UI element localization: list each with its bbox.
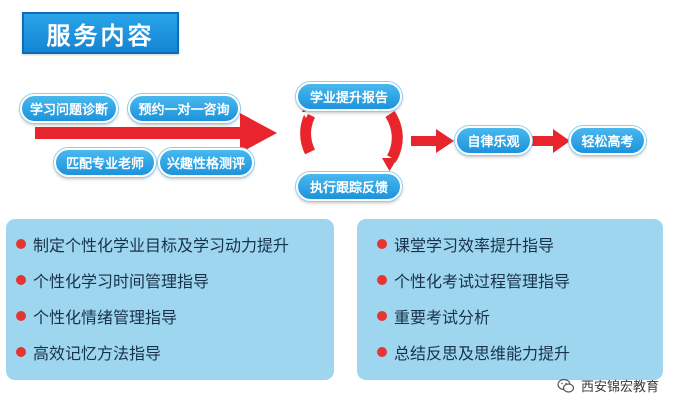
bullet-icon [377, 347, 387, 357]
main-arrow [35, 113, 277, 153]
list-item: 制定个性化学业目标及学习动力提升 [16, 232, 289, 256]
output-arrow-1 [411, 129, 454, 153]
list-item: 高效记忆方法指导 [16, 340, 161, 364]
list-item: 重要考试分析 [377, 304, 490, 328]
output-pill-easy-exam: 轻松高考 [569, 126, 646, 155]
input-pill-teacher-match: 匹配专业老师 [54, 148, 156, 177]
bullet-icon [16, 239, 26, 249]
input-pill-diagnosis: 学习问题诊断 [20, 94, 118, 123]
page-title: 服务内容 [22, 12, 179, 54]
bullet-icon [377, 311, 387, 321]
bullet-icon [16, 347, 26, 357]
cycle-tip-bottom [389, 162, 397, 172]
input-pill-consultation: 预约一对一咨询 [128, 94, 240, 123]
bullet-icon [377, 239, 387, 249]
cycle-pill-report: 学业提升报告 [296, 82, 402, 111]
wechat-icon [557, 378, 575, 393]
list-item: 总结反思及思维能力提升 [377, 340, 570, 364]
bullet-icon [16, 311, 26, 321]
list-item: 个性化情绪管理指导 [16, 304, 177, 328]
input-pill-assessment: 兴趣性格测评 [158, 148, 254, 177]
list-item: 个性化考试过程管理指导 [377, 268, 570, 292]
output-arrow-2 [532, 129, 570, 153]
list-item: 课堂学习效率提升指导 [377, 232, 554, 256]
watermark-text: 西安锦宏教育 [580, 380, 659, 395]
watermark: 西安锦宏教育 [557, 376, 659, 395]
output-pill-self-discipline: 自律乐观 [455, 126, 532, 155]
left-panel: 制定个性化学业目标及学习动力提升 个性化学习时间管理指导 个性化情绪管理指导 高… [6, 219, 334, 380]
right-panel: 课堂学习效率提升指导 个性化考试过程管理指导 重要考试分析 总结反思及思维能力提… [357, 219, 663, 380]
bullet-icon [377, 275, 387, 285]
bullet-icon [16, 275, 26, 285]
list-item: 个性化学习时间管理指导 [16, 268, 209, 292]
cycle-pill-feedback: 执行跟踪反馈 [296, 172, 402, 201]
